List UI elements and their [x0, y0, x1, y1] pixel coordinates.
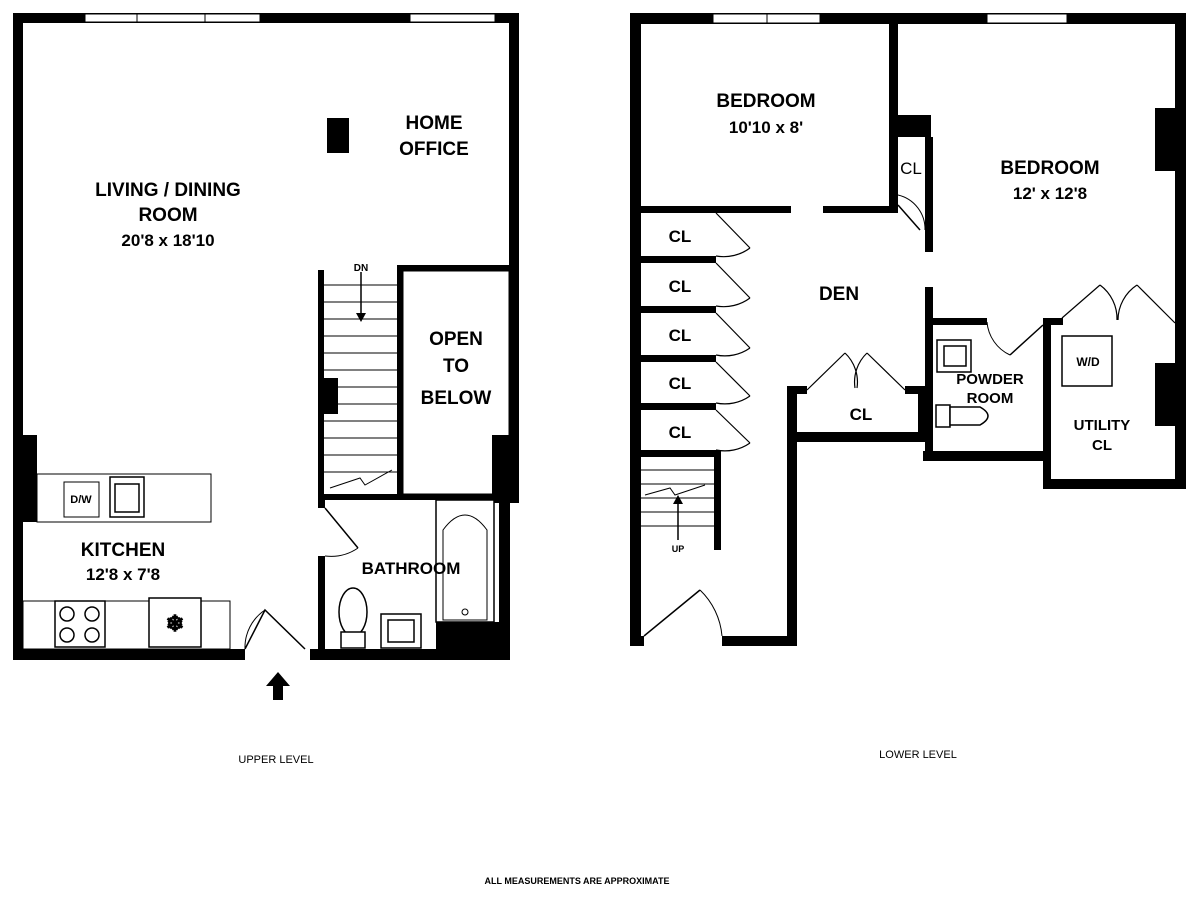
- bedroom2-label: BEDROOM: [1000, 158, 1099, 179]
- open-to-below-label: TO: [443, 356, 469, 377]
- entry-arrow-icon: [266, 672, 290, 700]
- bath-column: [436, 622, 499, 650]
- window: [409, 13, 496, 23]
- powder-wall-top: [1043, 318, 1063, 325]
- bedroom1-wall-bottom-right: [823, 206, 898, 213]
- upper-wall-bottom-left: [13, 649, 245, 660]
- bedroom2-dims: 12' x 12'8: [1013, 184, 1087, 203]
- column: [492, 435, 509, 503]
- lower-wall-left: [630, 13, 641, 646]
- upper-wall-right: [509, 13, 519, 503]
- measurement-note: ALL MEASUREMENTS ARE APPROXIMATE: [484, 876, 669, 886]
- upper-wall-top: [13, 13, 519, 23]
- bathroom-label: BATHROOM: [362, 559, 461, 578]
- stair-dn-label: DN: [354, 263, 368, 274]
- lower-wall-stair-right: [787, 388, 797, 646]
- closet-label: CL: [669, 277, 692, 296]
- stove-icon: [54, 600, 106, 648]
- lower-level-caption: LOWER LEVEL: [879, 749, 957, 761]
- den-label: DEN: [819, 284, 859, 305]
- den-closet-label: CL: [850, 405, 873, 424]
- column: [1155, 363, 1175, 426]
- lower-wall-bottom-left: [630, 636, 644, 646]
- kitchen-dims: 12'8 x 7'8: [86, 565, 160, 584]
- den-closet-wall: [918, 386, 925, 442]
- stair-bottom-wall: [318, 494, 510, 500]
- dishwasher: [63, 481, 100, 518]
- lower-wall-powder-bottom: [923, 451, 1048, 461]
- utility-label: CL: [1092, 437, 1112, 454]
- toilet-icon: [935, 404, 989, 428]
- living-room-label: ROOM: [138, 205, 197, 226]
- lower-wall-bottom-mid: [722, 636, 797, 646]
- upper-level-caption: UPPER LEVEL: [238, 754, 313, 766]
- dishwasher-label: D/W: [70, 494, 92, 506]
- lower-stair-wall: [714, 450, 721, 550]
- upper-wall-bottom-right: [310, 649, 510, 660]
- powder-room-label: ROOM: [967, 390, 1014, 407]
- sink-icon: [936, 339, 972, 373]
- home-office-label: OFFICE: [399, 139, 469, 160]
- stair-wall-left: [318, 270, 324, 500]
- powder-wall-top: [925, 318, 987, 325]
- window: [986, 13, 1068, 24]
- den-closet-wall: [905, 386, 925, 394]
- den-closet-wall: [787, 386, 807, 394]
- closet-label: CL: [669, 423, 692, 442]
- svg-text:❄: ❄: [166, 611, 184, 636]
- kitchen-label: KITCHEN: [81, 540, 165, 561]
- open-to-below-top: [397, 265, 509, 271]
- window: [84, 13, 261, 23]
- lower-wall-right: [1175, 13, 1186, 488]
- washer-dryer: [1061, 335, 1113, 387]
- bathroom-wall-stub: [318, 494, 325, 508]
- lower-wall-top: [630, 13, 1186, 24]
- bedroom1-wall-right: [889, 13, 898, 213]
- lower-wall-den-bottom: [787, 432, 925, 442]
- open-to-below-label: OPEN: [429, 329, 483, 350]
- powder-wall-left: [925, 287, 933, 461]
- bedroom1-label: BEDROOM: [716, 91, 815, 112]
- washer-dryer-label: W/D: [1076, 355, 1100, 369]
- stairs-down: [324, 284, 397, 489]
- lower-wall-utility-bottom: [1043, 479, 1186, 489]
- sink-icon: [109, 476, 145, 518]
- closet-stack: [641, 206, 751, 457]
- column: [1155, 108, 1175, 171]
- closet-label: CL: [669, 326, 692, 345]
- open-to-below-label: BELOW: [421, 388, 492, 409]
- powder-room-label: POWDER: [956, 371, 1024, 388]
- upper-wall-left: [13, 13, 23, 660]
- sink-icon: [380, 613, 422, 649]
- small-closet-wall: [925, 137, 933, 252]
- living-room-dims: 20'8 x 18'10: [121, 231, 214, 250]
- refrigerator-icon: ❄: [148, 597, 202, 648]
- living-room-label: LIVING / DINING: [95, 180, 241, 201]
- utility-wall-left: [1043, 318, 1051, 488]
- bathroom-wall-left: [318, 556, 325, 660]
- column: [327, 118, 349, 153]
- entry-door: [244, 608, 306, 650]
- open-to-below-border: [402, 270, 510, 495]
- closet-label: CL: [669, 374, 692, 393]
- home-office-label: HOME: [406, 113, 463, 134]
- lower-level-plan: BEDROOM 10'10 x 8' BEDROOM 12' x 12'8 CL…: [630, 13, 1186, 761]
- upper-wall-bath-right: [499, 495, 510, 660]
- stairs-up: [641, 469, 714, 527]
- stair-up-label: UP: [672, 544, 685, 554]
- stair-wall-inner: [397, 265, 403, 500]
- upper-level-plan: ❄ LIVING / DINING ROOM 20'8 x 18'10 HOME…: [13, 13, 519, 766]
- column: [23, 435, 37, 522]
- toilet-icon: [338, 587, 368, 649]
- utility-label: UTILITY: [1074, 417, 1131, 434]
- small-closet-label: CL: [900, 159, 922, 178]
- bedroom1-dims: 10'10 x 8': [729, 118, 803, 137]
- closet-label: CL: [669, 227, 692, 246]
- small-closet-wall: [898, 115, 931, 137]
